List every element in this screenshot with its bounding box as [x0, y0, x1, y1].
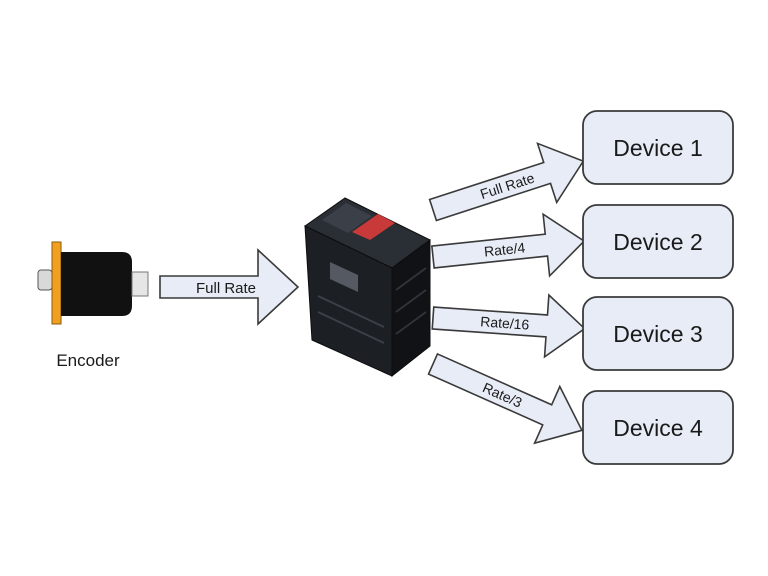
device-label-1: Device 1	[613, 135, 702, 161]
device-box-2: Device 2	[582, 204, 734, 279]
rotary-encoder-icon	[37, 241, 149, 325]
output-arrow-2: Rate/4	[430, 212, 586, 278]
device-label-3: Device 3	[613, 321, 702, 347]
device-label-4: Device 4	[613, 415, 703, 441]
output-arrow-1: Full Rate	[428, 142, 585, 222]
divider-module-icon	[304, 197, 431, 378]
output-arrow-2-label: Rate/4	[483, 239, 526, 259]
output-arrow-3-label: Rate/16	[480, 313, 530, 332]
device-box-3: Device 3	[582, 296, 734, 371]
device-box-1: Device 1	[582, 110, 734, 185]
input-arrow-label: Full Rate	[196, 280, 256, 297]
input-arrow: Full Rate	[159, 248, 300, 326]
encoder-label: Encoder	[56, 351, 120, 370]
device-label-2: Device 2	[613, 229, 702, 255]
output-arrow-3: Rate/16	[431, 293, 586, 359]
device-box-4: Device 4	[582, 390, 734, 465]
output-arrow-4: Rate/3	[427, 352, 584, 445]
